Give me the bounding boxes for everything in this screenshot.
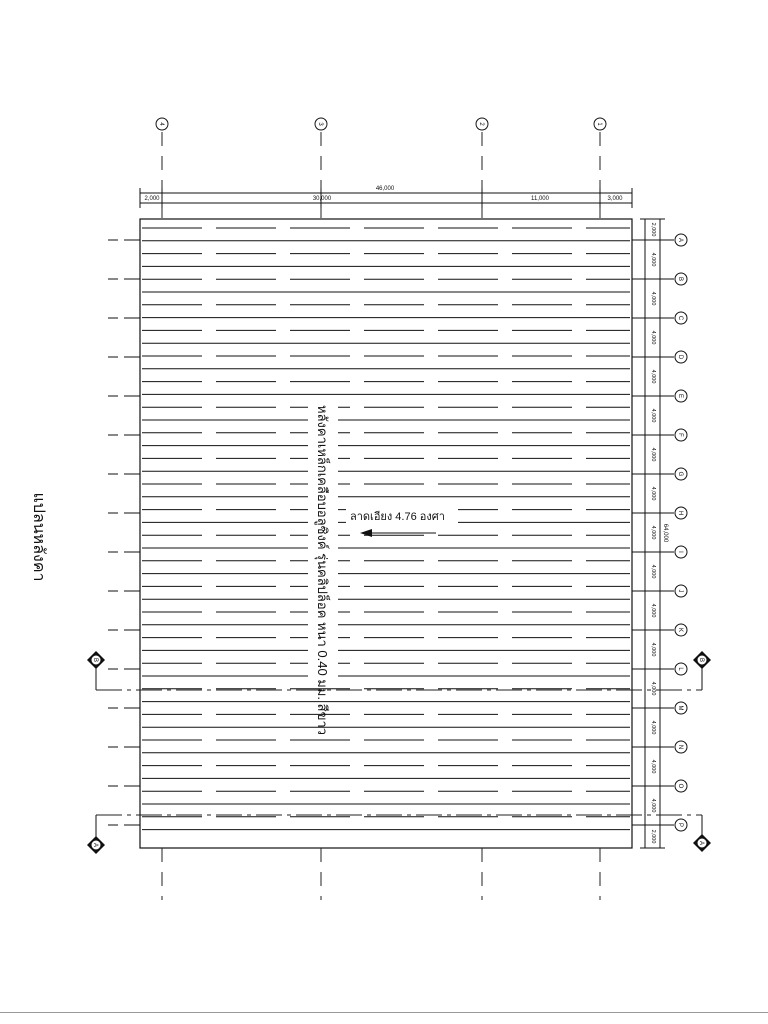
grid-bubble: [674, 740, 688, 754]
top-dim-segment: 11,000: [531, 196, 550, 202]
top-dim-segment: 3,000: [607, 196, 623, 202]
page-bottom-rule: [0, 1012, 768, 1013]
top-dimension-lines: 46,000 2,000 30,000 11,000 3,000: [140, 186, 632, 204]
grid-bubble-label: H: [677, 511, 683, 515]
right-dim-segment: 4,000: [650, 604, 656, 618]
slope-label: ลาดเอียง 4.76 องศา: [350, 510, 445, 523]
grid-bubble: [674, 311, 688, 325]
right-dim-segment: 4,000: [650, 760, 656, 774]
right-dim-segment: 4,000: [650, 721, 656, 735]
roof-panel-lines: [142, 227, 630, 831]
right-dim-segment: 4,000: [650, 643, 656, 657]
grid-bubble: [674, 623, 688, 637]
grid-bubble-label: C: [677, 316, 683, 321]
grid-bubble-label: A: [677, 238, 683, 242]
grid-bubble-label: B: [677, 277, 683, 281]
section-cut-lines: [95, 660, 703, 843]
right-dim-segment: 4,000: [650, 526, 656, 540]
right-dim-segment: 4,000: [650, 448, 656, 462]
grid-bubble-label: M: [677, 706, 683, 711]
grid-bubble-label: J: [677, 590, 683, 593]
grid-bubble: [674, 428, 688, 442]
grid-bubble: [674, 701, 688, 715]
grid-bubble-label: D: [677, 355, 683, 360]
section-marker-label: B: [92, 658, 98, 662]
section-marker-label: B: [698, 658, 704, 662]
grid-bubble: [674, 350, 688, 364]
top-dim-segment: 2,000: [144, 196, 160, 202]
grid-bubble: [674, 467, 688, 481]
grid-bubble: [674, 506, 688, 520]
grid-bubble: [674, 818, 688, 832]
grid-bubble: [674, 233, 688, 247]
grid-bubble: [674, 779, 688, 793]
right-dim-segment: 4,000: [650, 799, 656, 813]
grid-bubble: [475, 117, 489, 131]
grid-bubble-label: P: [677, 823, 683, 827]
roof-outline: [139, 218, 633, 849]
section-marker-b-right: B: [693, 651, 711, 669]
grid-bubble-label: L: [677, 667, 683, 671]
grid-bubble: [674, 545, 688, 559]
grid-bubble-label: O: [677, 784, 683, 789]
grid-bubble: [674, 584, 688, 598]
right-dim-segment: 4,000: [650, 370, 656, 384]
section-marker-label: A: [698, 841, 704, 845]
overall-length-dim: 64,000: [662, 524, 668, 543]
slope-arrow-icon: [360, 529, 436, 537]
right-dim-segment: 4,000: [650, 292, 656, 306]
grid-bubble: [674, 389, 688, 403]
right-dim-segment: 2,000: [650, 830, 656, 844]
grid-bubble-label: G: [677, 472, 683, 477]
grid-bubble-label: 2: [478, 122, 484, 126]
grid-bubble-label: F: [677, 433, 683, 437]
grid-bubble-label: K: [677, 628, 683, 632]
section-marker-label: A: [92, 843, 98, 847]
section-marker-a-left: A: [87, 836, 105, 854]
grid-bubble: [593, 117, 607, 131]
roof-material-note: หลังคาเหล็กเคลือบอลูซิงค์ รุ่นคลิปล็อค ห…: [314, 405, 332, 735]
right-dim-segment: 4,000: [650, 253, 656, 267]
grid-bubble-label: 1: [596, 122, 602, 126]
section-marker-b-left: B: [87, 651, 105, 669]
top-dim-segment: 30,000: [313, 196, 332, 202]
grid-bubble-label: I: [677, 551, 683, 553]
right-dim-segment: 4,000: [650, 682, 656, 696]
drawing-title: แปลนหลังคา: [30, 492, 47, 581]
grid-bubble-label: 4: [158, 122, 164, 126]
grid-bubble: [155, 117, 169, 131]
grid-bubble: [314, 117, 328, 131]
right-dim-segment: 4,000: [650, 331, 656, 345]
right-dim-segment: 2,000: [650, 223, 656, 237]
overall-width-dim: 46,000: [376, 186, 395, 192]
right-dimension-lines: 64,000 2,000 4,000 4,000 4,000 4,000 4,000 4,0…: [640, 218, 668, 849]
grid-bubble-label: N: [677, 745, 683, 749]
right-dim-segment: 4,000: [650, 487, 656, 501]
right-grid-axes: A B C D E F G H I J K L M N O P: [632, 233, 688, 832]
left-tick-marks: [108, 239, 140, 826]
grid-bubble-label: E: [677, 394, 683, 398]
section-marker-a-right: A: [693, 834, 711, 852]
grid-bubble: [674, 272, 688, 286]
grid-bubble-label: 3: [317, 122, 323, 126]
right-dim-segment: 4,000: [650, 565, 656, 579]
grid-bubble: [674, 662, 688, 676]
top-grid-axes: 4 3 2 1: [139, 117, 633, 900]
right-dim-segment: 4,000: [650, 409, 656, 423]
